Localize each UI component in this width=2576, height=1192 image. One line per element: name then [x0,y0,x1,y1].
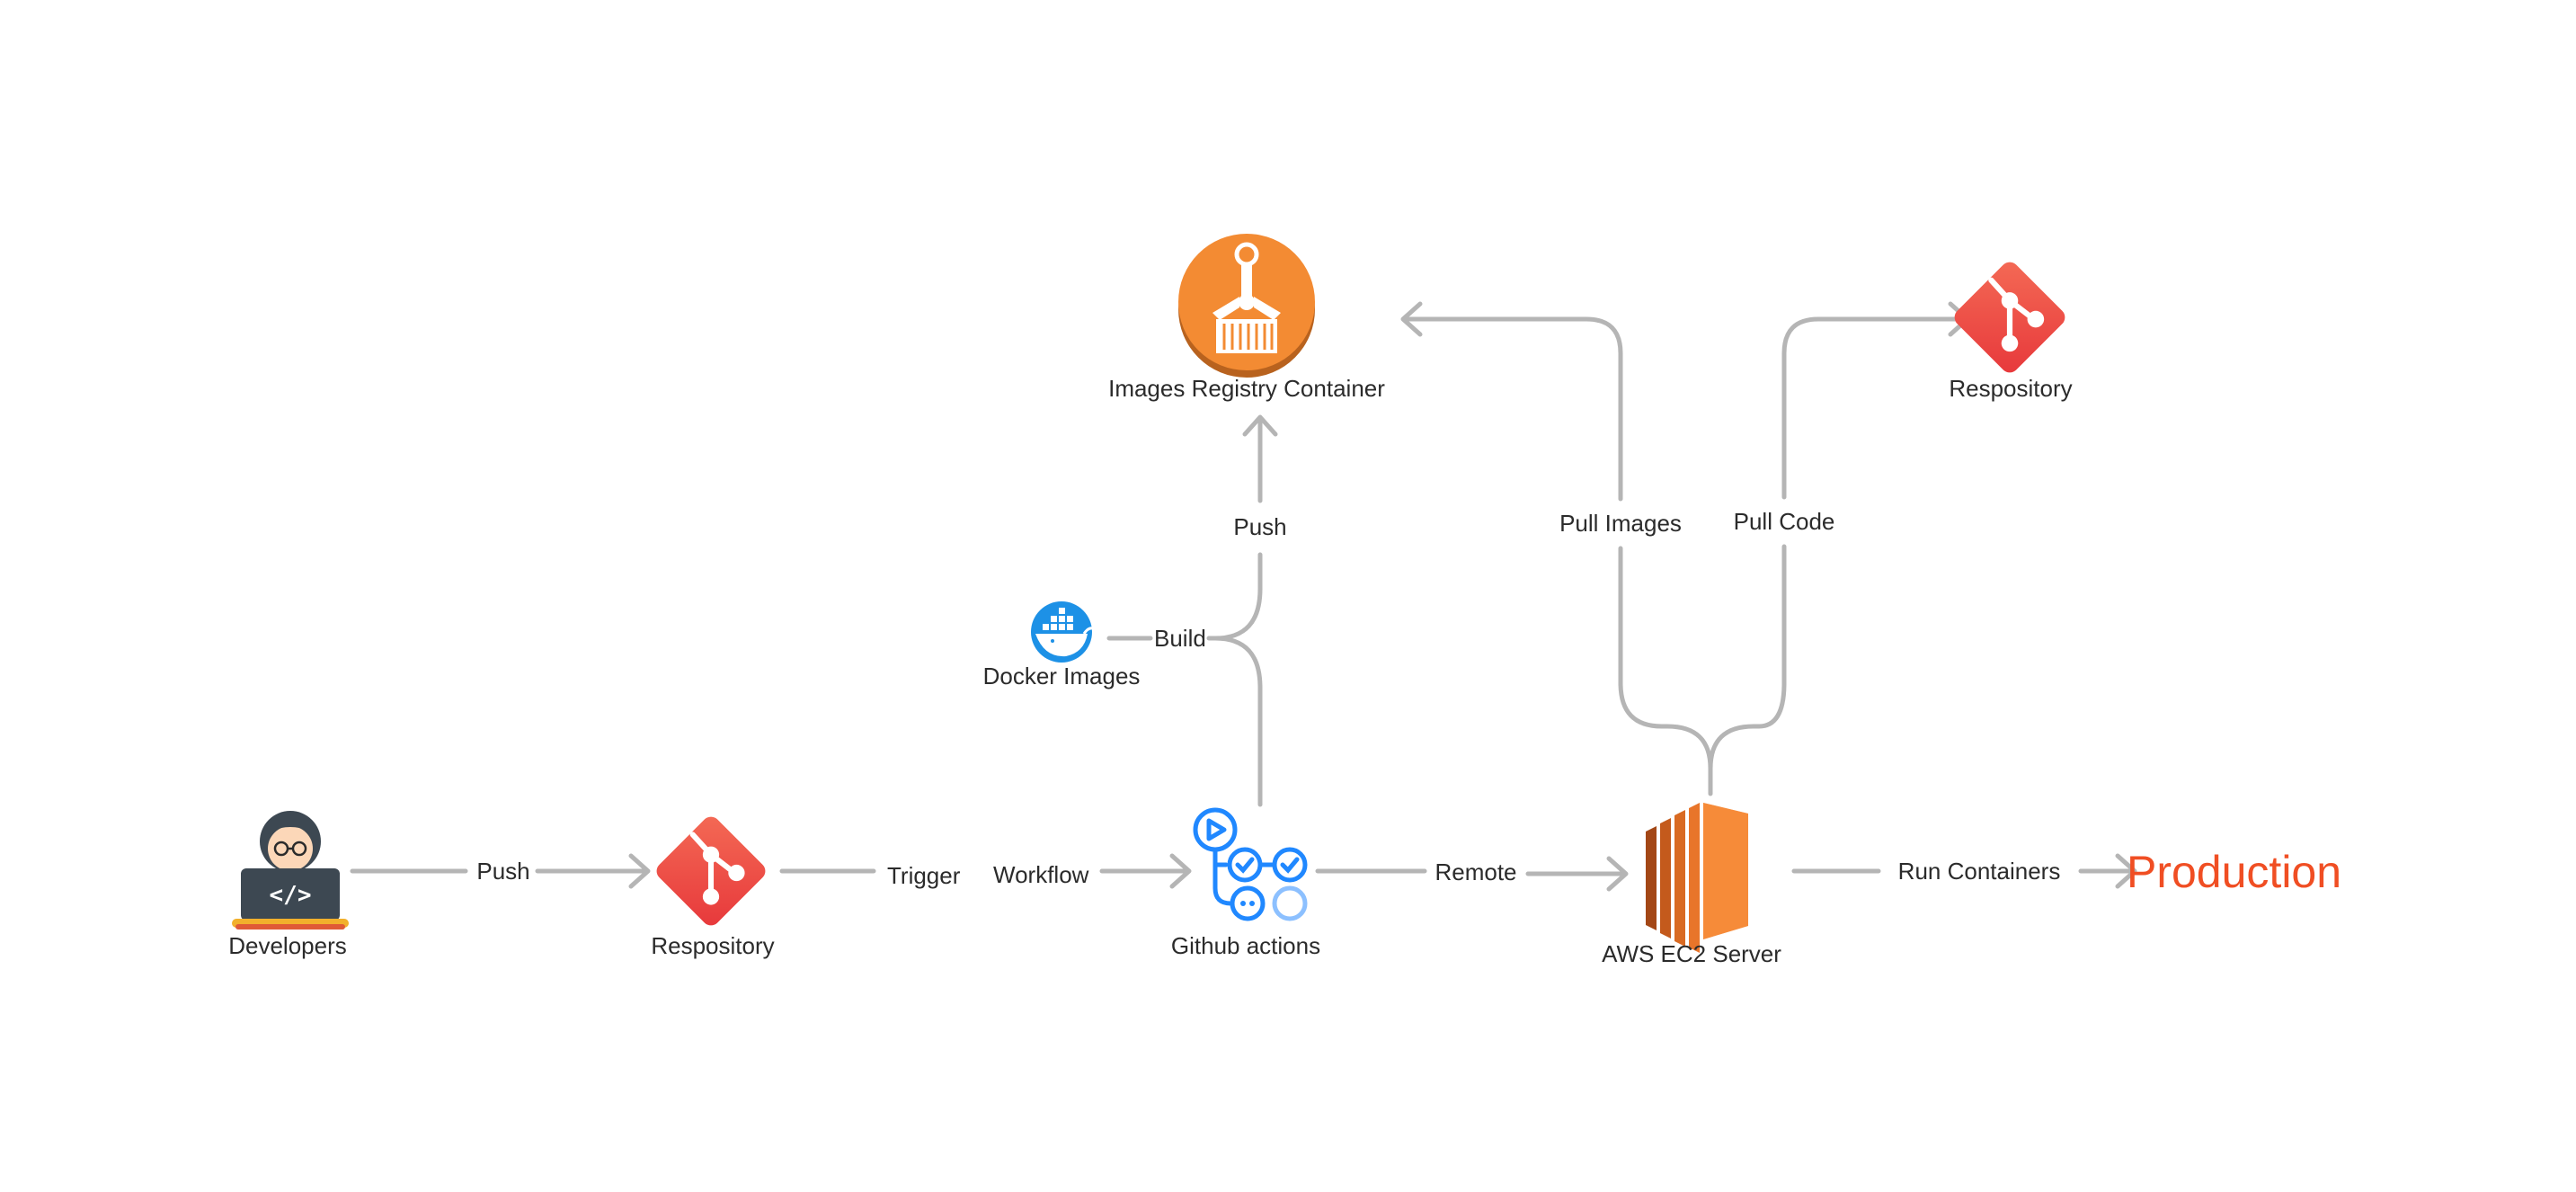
node-label-aws-ec2: AWS EC2 Server [1602,940,1781,967]
git-icon [1950,258,2068,376]
edge-remote [1315,868,1628,876]
node-label-repository-main: Respository [651,932,774,959]
node-label-github-actions: Github actions [1171,932,1320,959]
edge-remote-arrowhead [1606,856,1629,892]
edges [350,301,2137,892]
docker-whale-icon [1031,601,1096,663]
node-label-production: Production [2127,847,2341,897]
edge-label-pull-images: Pull Images [1559,510,1682,537]
edge-pull-images [1401,316,1713,796]
node-label-repository-top: Respository [1949,375,2072,402]
edge-pull-images-arrowhead [1400,301,1423,337]
edge-run-containers-arrowhead [2115,853,2137,889]
node-label-docker-images: Docker Images [983,663,1141,689]
edge-label-workflow: Workflow [993,861,1089,888]
edge-label-push-to-repo: Push [476,858,529,885]
edge-push-to-registry-arrowhead [1242,414,1278,437]
node-developers[interactable]: </> Developers [228,811,349,959]
container-registry-icon [1178,234,1315,378]
github-actions-icon [1193,807,1308,921]
node-repository-top[interactable]: Respository [1949,258,2073,402]
edge-label-build: Build [1154,625,1206,652]
node-production[interactable]: Production [2127,847,2341,897]
node-repository-main[interactable]: Respository [651,813,775,959]
developer-laptop-icon: </> [232,811,349,930]
node-docker-images[interactable]: Docker Images [983,601,1141,689]
aws-ec2-icon [1646,803,1748,953]
edge-pull-code [1708,316,1969,771]
edge-push-to-registry [1212,415,1263,641]
node-label-registry: Images Registry Container [1108,375,1385,402]
edge-label-remote: Remote [1435,858,1516,885]
edge-label-pull-code: Pull Code [1734,508,1835,535]
node-aws-ec2[interactable]: AWS EC2 Server [1602,803,1781,967]
node-registry[interactable]: Images Registry Container [1108,234,1385,402]
edge-label-run-containers: Run Containers [1898,858,2061,885]
edge-label-push-to-registry: Push [1233,513,1286,540]
edge-trigger-workflow-arrowhead [1169,853,1192,889]
edge-label-trigger: Trigger [887,862,961,889]
node-github-actions[interactable]: Github actions [1171,807,1320,959]
edge-labels: Push Trigger Workflow Remote Run Contain… [476,508,2060,889]
git-icon [653,813,768,929]
node-label-developers: Developers [228,932,347,959]
edge-push-to-repo-arrowhead [628,853,651,889]
svg-text:</>: </> [270,882,312,909]
